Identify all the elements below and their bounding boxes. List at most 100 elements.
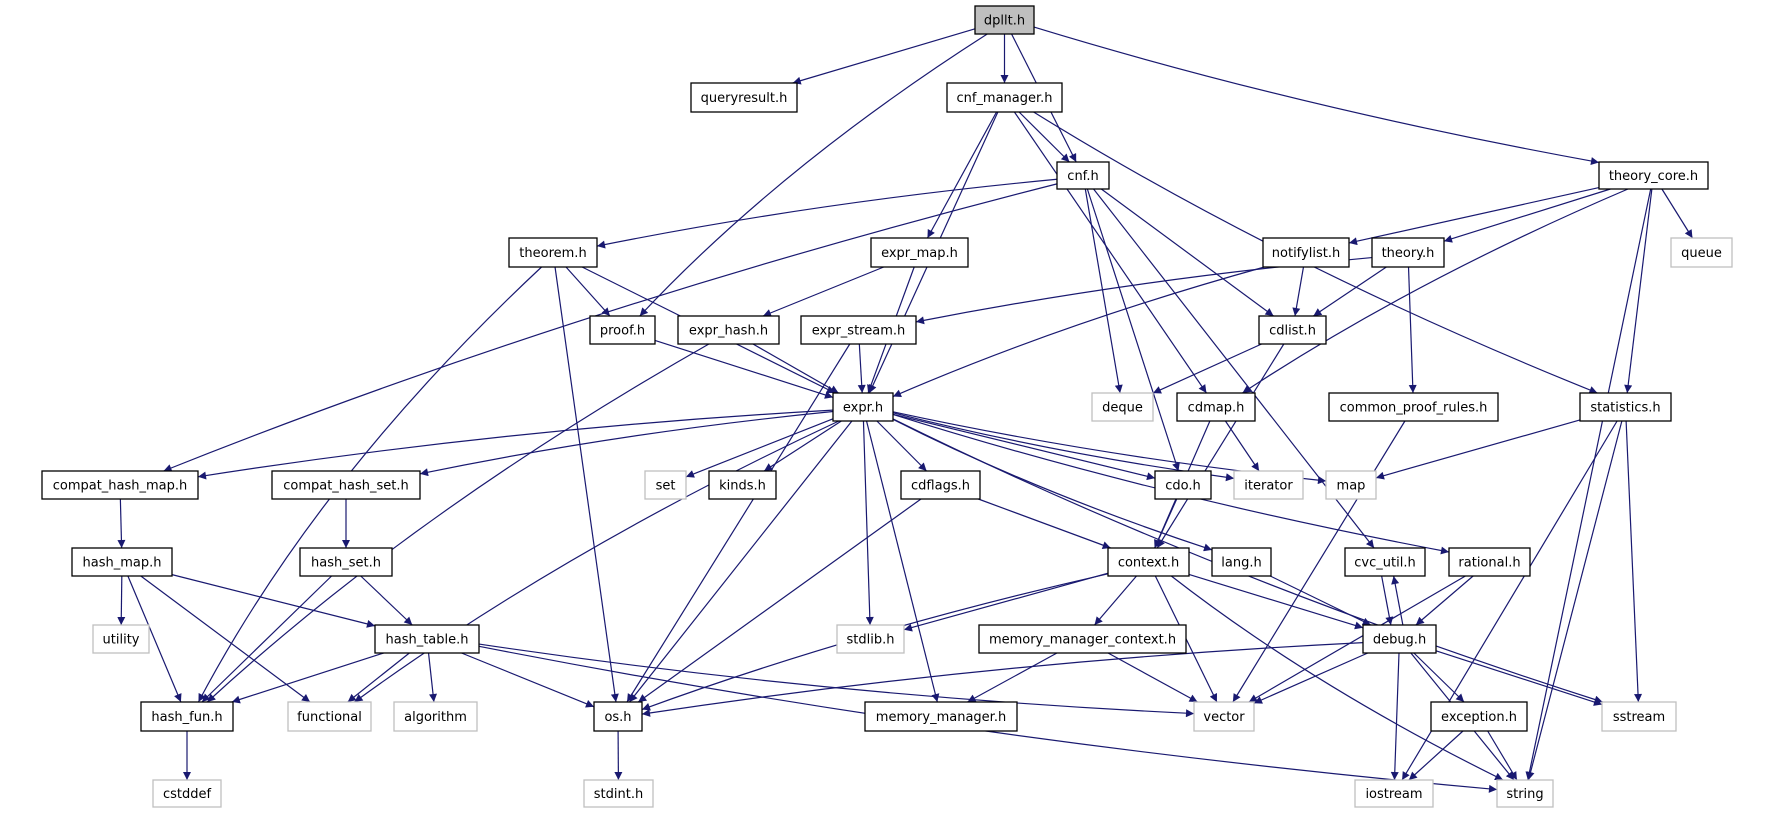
node-exception-h[interactable]: exception.h [1430,701,1528,732]
node-box [152,779,222,808]
node-box [593,701,643,732]
node-label: iostream [1365,787,1422,802]
node-label: set [656,479,676,494]
node-box [393,701,478,732]
node-box [508,237,598,268]
node-memory-manager-context-h[interactable]: memory_manager_context.h [978,624,1187,654]
node-box [1154,470,1212,500]
node-functional: functional [287,701,372,732]
edge-theorem-h-to-proof-h [565,266,611,317]
node-box [832,392,894,422]
edge-cnf-h-to-theorem-h [596,178,1058,249]
node-box [1107,547,1190,577]
nodes-layer: dpllt.h queryresult.h cnf_manager.h cnf.h th… [41,5,1733,808]
edge-cnf-h-to-cdlist-h [1100,188,1274,317]
node-theory-h[interactable]: theory.h [1371,237,1445,268]
node-cdlist-h[interactable]: cdlist.h [1258,315,1327,345]
node-box [71,547,173,577]
edge-expr-h-to-kinds-h [763,420,842,472]
edge-cnf-h-to-deque [1084,188,1123,394]
node-os-h[interactable]: os.h [593,701,643,732]
edge-dpllt-h-to-proof-h [639,33,988,317]
edge-theorem-h-to-os-h [554,266,619,703]
edge-hash-table-h-to-hash-fun-h [231,652,384,704]
node-context-h[interactable]: context.h [1107,547,1190,577]
node-cnf-h[interactable]: cnf.h [1056,161,1110,190]
node-box [271,470,421,500]
node-expr-stream-h[interactable]: expr_stream.h [800,315,917,345]
node-compat-hash-set-h[interactable]: compat_hash_set.h [271,470,421,500]
node-cdflags-h[interactable]: cdflags.h [900,470,981,500]
node-hash-fun-h[interactable]: hash_fun.h [140,701,234,732]
edge-dpllt-h-to-theory-core-h [1033,26,1600,165]
edge-theory-core-h-to-string [1525,188,1652,781]
edge-hash-set-h-to-hash-fun-h [201,575,333,703]
edge-hash-table-h-to-algorithm [427,652,438,703]
node-proof-h[interactable]: proof.h [589,315,656,345]
node-label: memory_manager_context.h [989,633,1176,648]
node-box [92,624,150,654]
node-box [589,315,656,345]
node-label: statistics.h [1590,401,1660,416]
node-box [978,624,1187,654]
node-cdmap-h[interactable]: cdmap.h [1176,392,1256,422]
node-box [374,624,480,654]
node-hash-table-h[interactable]: hash_table.h [374,624,480,654]
node-algorithm: algorithm [393,701,478,732]
node-cdo-h[interactable]: cdo.h [1154,470,1212,500]
edge-debug-h-to-cvc-util-h [1391,575,1404,626]
node-label: common_proof_rules.h [1340,401,1488,416]
node-label: queue [1681,246,1722,261]
node-label: map [1337,479,1366,494]
node-theory-core-h[interactable]: theory_core.h [1598,161,1709,190]
node-debug-h[interactable]: debug.h [1362,624,1437,654]
node-hash-set-h[interactable]: hash_set.h [299,547,393,577]
node-notifylist-h[interactable]: notifylist.h [1262,237,1350,268]
edge-expr-h-to-os-h [629,420,853,703]
node-queryresult-h[interactable]: queryresult.h [690,82,798,113]
node-expr-h[interactable]: expr.h [832,392,894,422]
node-map: map [1325,470,1377,500]
edge-debug-h-to-sstream [1435,650,1603,706]
edge-common-proof-rules-h-to-vector [1232,420,1406,703]
node-box [800,315,917,345]
edge-theory-core-h-to-theory-h [1443,188,1611,243]
node-box [690,82,798,113]
node-compat-hash-map-h[interactable]: compat_hash_map.h [41,470,199,500]
edge-theory-core-h-to-cdmap-h [1242,188,1629,394]
node-expr-map-h[interactable]: expr_map.h [870,237,969,268]
node-rational-h[interactable]: rational.h [1448,547,1531,577]
node-box [870,237,969,268]
node-label: cnf_manager.h [956,91,1052,106]
node-cvc-util-h[interactable]: cvc_util.h [1344,547,1426,577]
node-expr-hash-h[interactable]: expr_hash.h [677,315,780,345]
node-box [946,82,1063,113]
edge-hash-table-h-to-functional [347,652,410,703]
node-memory-manager-h[interactable]: memory_manager.h [864,701,1018,732]
edge-context-h-to-debug-h [1188,573,1364,630]
node-dpllt-h[interactable]: dpllt.h [974,5,1035,35]
node-label: exception.h [1441,710,1517,725]
edge-cdmap-h-to-iterator [1224,420,1260,472]
node-cnf-manager-h[interactable]: cnf_manager.h [946,82,1063,113]
node-label: dpllt.h [984,14,1025,29]
node-sstream: sstream [1601,701,1677,732]
node-hash-map-h[interactable]: hash_map.h [71,547,173,577]
node-label: compat_hash_map.h [53,479,188,494]
node-theorem-h[interactable]: theorem.h [508,237,598,268]
node-statistics-h[interactable]: statistics.h [1579,392,1672,422]
node-lang-h[interactable]: lang.h [1211,547,1272,577]
node-label: cstddef [163,787,212,802]
node-label: cdflags.h [911,479,970,494]
node-common-proof-rules-h[interactable]: common_proof_rules.h [1328,392,1499,422]
edge-cnf-manager-h-to-cnf-h [1018,111,1070,163]
edge-hash-map-h-to-utility [117,575,126,626]
node-queue: queue [1670,237,1733,268]
node-box [41,470,199,500]
edge-notifylist-h-to-expr-h [892,266,1265,398]
edge-expr-stream-h-to-expr-h [857,343,866,394]
node-kinds-h[interactable]: kinds.h [708,470,777,500]
node-label: utility [103,633,140,648]
node-cstddef: cstddef [152,779,222,808]
edge-cdflags-h-to-context-h [978,498,1111,549]
